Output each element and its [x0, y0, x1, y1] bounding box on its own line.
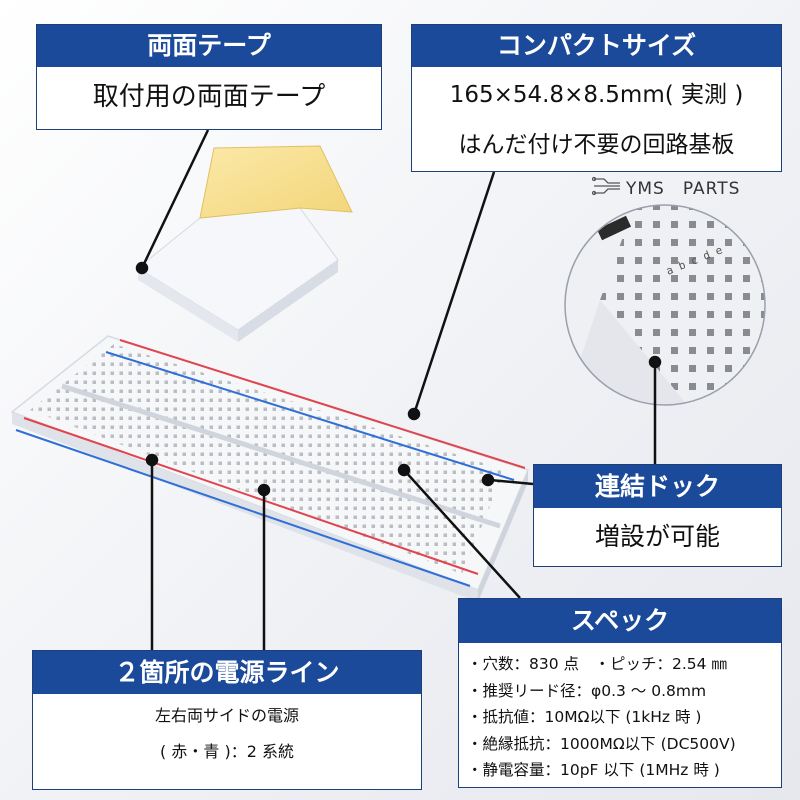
power-line-2: ( 赤・青 )：2 系統 [160, 742, 294, 761]
size-title: コンパクトサイズ [412, 25, 781, 67]
spec-callout: スペック ・穴数：830 点 ・ピッチ：2.54 ㎜ ・推奨リード径：φ0.3 … [458, 598, 782, 788]
circuit-logo-icon [592, 176, 620, 196]
spec-item: ・抵抗値：10MΩ以下 (1kHz 時 ) [467, 708, 702, 726]
tape-title: 両面テープ [37, 25, 381, 67]
dock-title: 連結ドック [534, 465, 781, 508]
double-sided-tape [137, 145, 353, 342]
spec-item: ・推奨リード径：φ0.3 ～ 0.8mm [467, 681, 707, 700]
dock-callout: 連結ドック 増設が可能 [533, 464, 782, 567]
breadboard [10, 335, 530, 602]
power-title: ２箇所の電源ライン [33, 651, 421, 694]
size-description: はんだ付け不要の回路基板 [458, 132, 735, 158]
spec-title: スペック [459, 599, 781, 643]
dock-text: 増設が可能 [594, 522, 720, 551]
power-callout: ２箇所の電源ライン 左右両サイドの電源 ( 赤・青 )：2 系統 [32, 650, 422, 790]
connector-zoom-view: a b c d e [564, 204, 766, 406]
spec-item: ・絶縁抵抗：1000MΩ以下 (DC500V) [467, 734, 736, 753]
power-line-1: 左右両サイドの電源 [154, 706, 299, 725]
tape-callout: 両面テープ 取付用の両面テープ [36, 24, 382, 130]
brand-logo: YMS PARTS [592, 174, 741, 199]
spec-item: ・静電容量：10pF 以下 (1MHz 時 ) [467, 761, 720, 779]
tape-text: 取付用の両面テープ [92, 82, 326, 112]
spec-item: ・穴数：830 点 ・ピッチ：2.54 ㎜ [467, 655, 727, 673]
size-dimensions: 165×54.8×8.5mm( 実測 ) [449, 82, 744, 108]
brand-name: YMS PARTS [626, 178, 741, 199]
leader-lines [135, 129, 662, 650]
size-callout: コンパクトサイズ 165×54.8×8.5mm( 実測 ) はんだ付け不要の回路… [411, 24, 782, 172]
